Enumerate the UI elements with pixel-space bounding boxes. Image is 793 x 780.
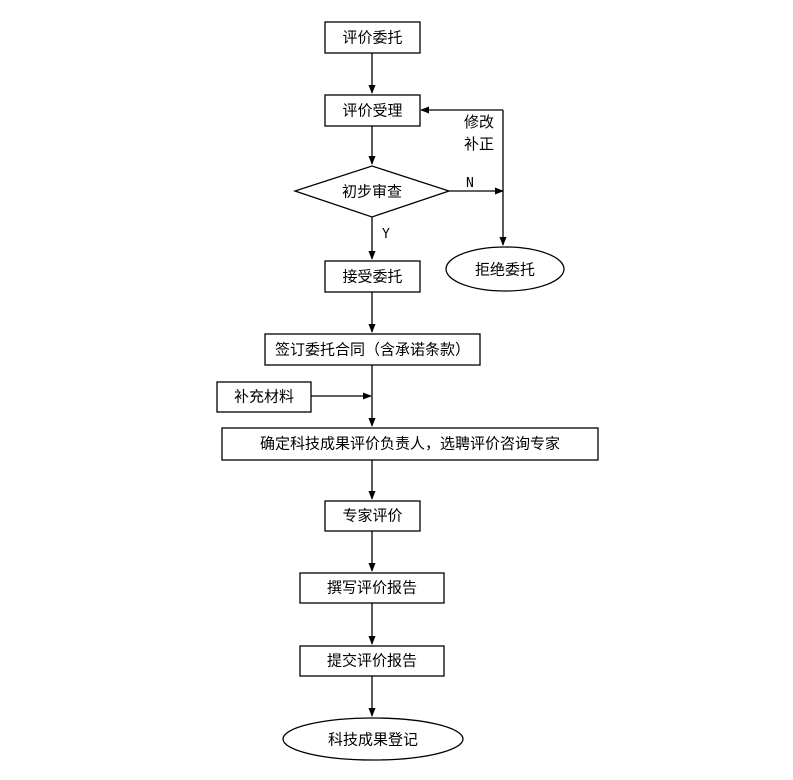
node-accept-label: 接受委托 bbox=[342, 268, 402, 286]
node-entrust-label: 评价委托 bbox=[342, 29, 402, 47]
node-sign-contract-label: 签订委托合同（含承诺条款） bbox=[275, 341, 470, 359]
node-preliminary-review-label: 初步审查 bbox=[342, 183, 402, 201]
node-reject-label: 拒绝委托 bbox=[475, 261, 535, 279]
node-supplement-label: 补充材料 bbox=[234, 388, 294, 406]
node-assign: 确定科技成果评价负责人，选聘评价咨询专家 bbox=[221, 427, 599, 461]
node-expert-review: 专家评价 bbox=[324, 500, 421, 532]
edges bbox=[311, 53, 507, 717]
node-accept: 接受委托 bbox=[324, 260, 421, 293]
node-register: 科技成果登记 bbox=[282, 717, 464, 761]
node-reject: 拒绝委托 bbox=[445, 246, 565, 292]
label-revise-line1: 修改 bbox=[464, 113, 494, 131]
node-sign-contract: 签订委托合同（含承诺条款） bbox=[264, 333, 481, 366]
node-submit-report-label: 提交评价报告 bbox=[327, 652, 417, 670]
label-revise-line2: 补正 bbox=[464, 135, 494, 153]
node-assign-label: 确定科技成果评价负责人，选聘评价咨询专家 bbox=[260, 435, 560, 453]
node-register-label: 科技成果登记 bbox=[328, 731, 418, 749]
node-expert-review-label: 专家评价 bbox=[342, 507, 402, 525]
node-write-report-label: 撰写评价报告 bbox=[327, 579, 417, 597]
label-yes: Y bbox=[382, 227, 390, 242]
node-entrust: 评价委托 bbox=[324, 21, 421, 54]
node-submit-report: 提交评价报告 bbox=[299, 645, 445, 677]
node-preliminary-review: 初步审查 bbox=[292, 165, 452, 218]
node-write-report: 撰写评价报告 bbox=[299, 572, 445, 604]
node-accept-entrust-label: 评价受理 bbox=[342, 102, 402, 120]
node-supplement: 补充材料 bbox=[216, 381, 312, 413]
node-accept-entrust: 评价受理 bbox=[324, 94, 421, 127]
label-no: N bbox=[466, 176, 474, 191]
